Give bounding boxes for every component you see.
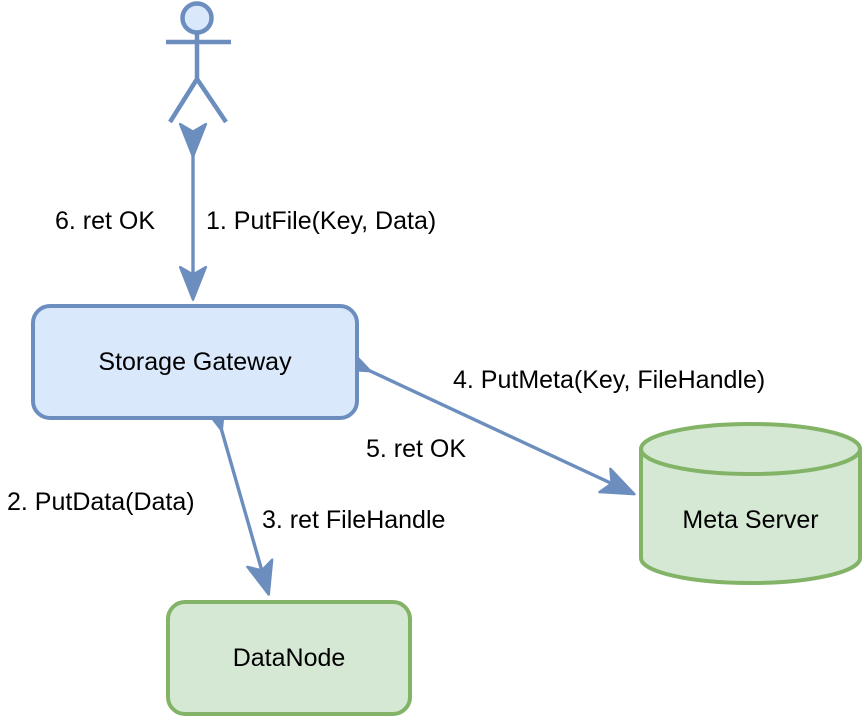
storage-gateway-label: Storage Gateway [98, 348, 292, 376]
datanode-node[interactable] [166, 600, 412, 716]
edge-gateway-to-meta-server[interactable] [334, 344, 636, 496]
edge-gateway-to-datanode[interactable] [199, 394, 274, 596]
edge-label-ret-ok-6: 6. ret OK [55, 207, 156, 235]
edge-label-ret-ok-5: 5. ret OK [366, 435, 467, 463]
edge-label-putdata-2: 2. PutData(Data) [7, 488, 195, 516]
storage-gateway-node[interactable] [31, 304, 359, 420]
edge-label-putmeta-4: 4. PutMeta(Key, FileHandle) [453, 366, 766, 394]
meta-server-label: Meta Server [682, 506, 819, 534]
edge-label-ret-filehandle-3: 3. ret FileHandle [262, 506, 446, 534]
datanode-label: DataNode [232, 644, 346, 672]
meta-server-node[interactable] [639, 422, 862, 585]
edge-label-putfile-1: 1. PutFile(Key, Data) [206, 207, 437, 235]
client-actor-figure [166, 1, 231, 124]
